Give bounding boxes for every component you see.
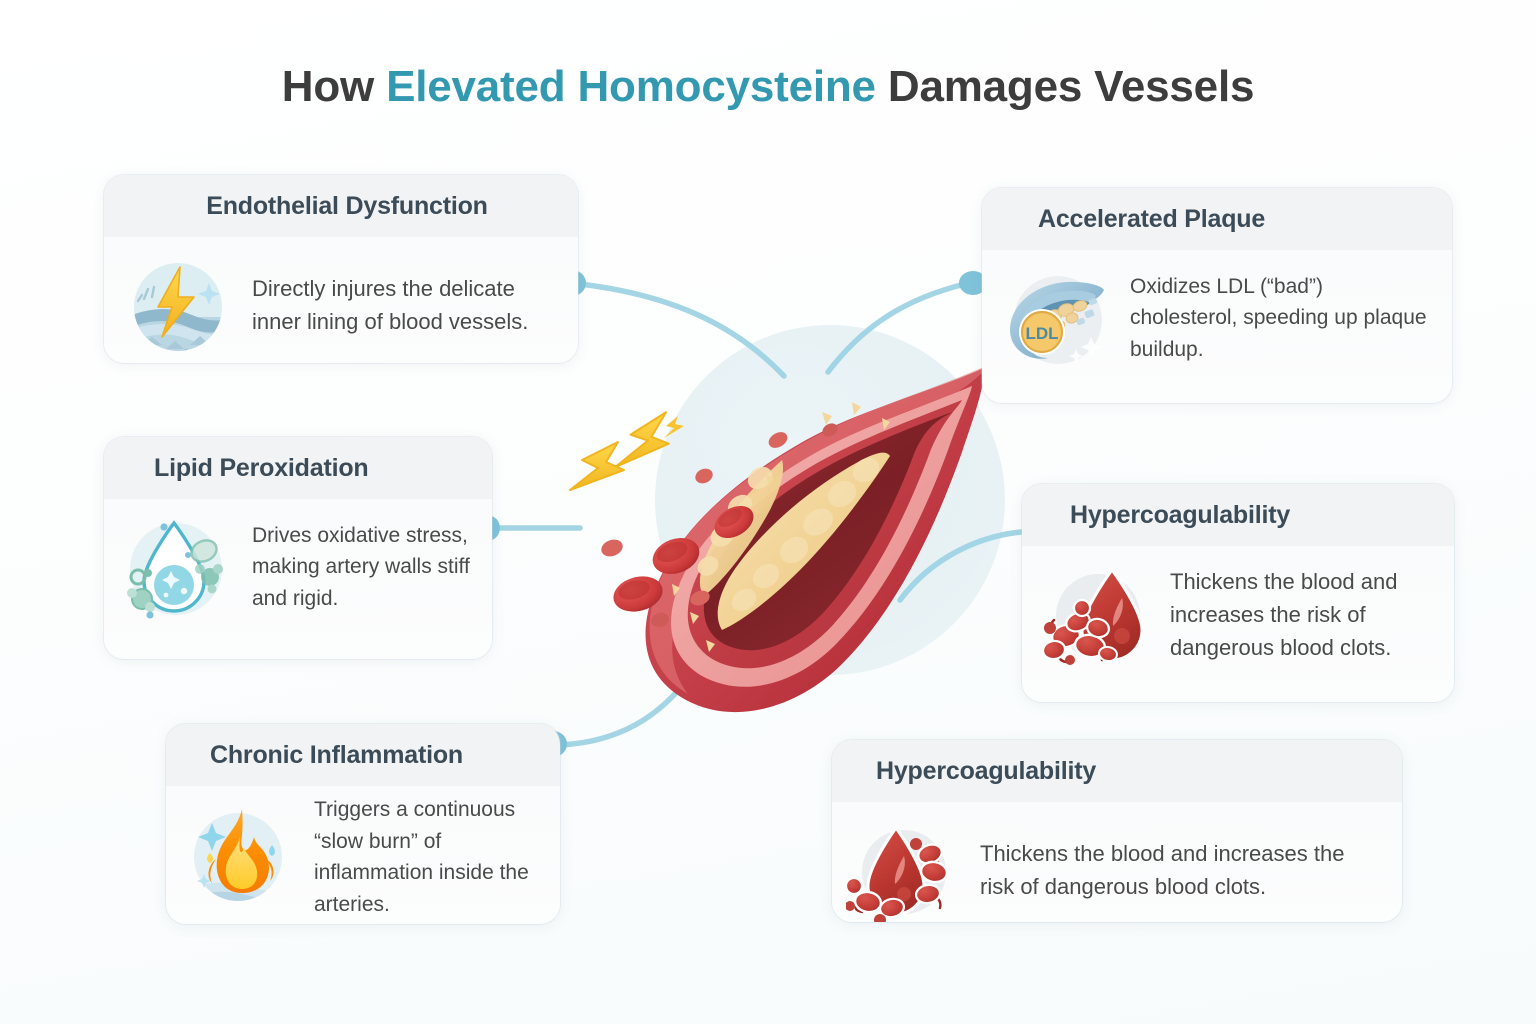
lightning-bolt-damage <box>569 411 684 491</box>
card-title-inflammation: Chronic Inflammation <box>210 740 463 769</box>
blood-drop-clot-icon <box>846 810 966 922</box>
lightning-bolt-1 <box>614 411 670 469</box>
card-body-hyper-1: Thickens the blood and increases the ris… <box>1022 546 1454 688</box>
card-body-plaque: LDL Oxidizes LDL (“bad”) cholesterol, sp… <box>982 250 1452 392</box>
card-body-inflammation: Triggers a continuous “slow burn” of inf… <box>166 786 560 924</box>
ldl-badge <box>1020 310 1064 354</box>
card-text-endothelial: Directly injures the delicate inner lini… <box>252 276 529 334</box>
connector-dot-plaque <box>959 271 987 295</box>
blood-drop-clot-icon <box>1036 554 1156 674</box>
clot-cells <box>846 838 949 922</box>
page-title: How Elevated Homocysteine Damages Vessel… <box>0 62 1536 112</box>
molecule-cluster-right <box>190 539 223 594</box>
title-accent: Elevated Homocysteine <box>386 62 876 111</box>
connector-line-hyper <box>897 528 1043 603</box>
plaque-crystals <box>672 402 890 652</box>
water-droplet-molecule-icon <box>118 507 238 627</box>
card-text-hyper-1: Thickens the blood and increases the ris… <box>1170 568 1398 660</box>
card-text-lipid: Drives oxidative stress, making artery w… <box>252 523 470 610</box>
card-lipid-peroxidation[interactable]: Lipid Peroxidation <box>104 437 492 659</box>
lightning-bolt-2 <box>569 441 625 491</box>
card-hypercoagulability-primary[interactable]: Hypercoagulability <box>1022 484 1454 702</box>
card-body-endothelial: Directly injures the delicate inner lini… <box>104 237 578 363</box>
card-body-hyper-2: Thickens the blood and increases the ris… <box>832 802 1402 922</box>
card-title-hyper-2: Hypercoagulability <box>876 756 1097 785</box>
flame-icon <box>180 797 300 917</box>
red-blood-cells <box>601 423 838 628</box>
lightning-vessel-lining-icon <box>118 245 238 363</box>
card-title-hyper-1: Hypercoagulability <box>1070 500 1291 529</box>
connector-line-endothelial <box>577 281 787 379</box>
ldl-badge-label: LDL <box>1025 324 1058 343</box>
card-title-endothelial: Endothelial Dysfunction <box>206 191 488 220</box>
card-title-plaque: Accelerated Plaque <box>1038 204 1266 233</box>
card-text-hyper-2: Thickens the blood and increases the ris… <box>980 841 1345 899</box>
title-part-1: How <box>281 62 387 111</box>
card-text-plaque: Oxidizes LDL (“bad”) cholesterol, speedi… <box>1130 274 1427 361</box>
clot-cells <box>1041 598 1118 665</box>
card-body-lipid: Drives oxidative stress, making artery w… <box>104 499 492 641</box>
lightning-bolt-3 <box>664 416 684 438</box>
card-text-inflammation: Triggers a continuous “slow burn” of inf… <box>314 798 529 916</box>
card-endothelial-dysfunction[interactable]: Endothelial Dysfunction <box>104 175 578 363</box>
molecule-cluster-left <box>127 568 155 612</box>
connector-line-plaque <box>825 281 968 375</box>
card-chronic-inflammation[interactable]: Chronic Inflammation <box>166 724 560 924</box>
card-hypercoagulability-secondary[interactable]: Hypercoagulability <box>832 740 1402 922</box>
title-part-2: Damages Vessels <box>875 62 1255 111</box>
card-title-lipid: Lipid Peroxidation <box>154 453 369 482</box>
artery-ldl-plaque-icon: LDL <box>996 258 1116 378</box>
card-accelerated-plaque[interactable]: Accelerated Plaque <box>982 188 1452 403</box>
